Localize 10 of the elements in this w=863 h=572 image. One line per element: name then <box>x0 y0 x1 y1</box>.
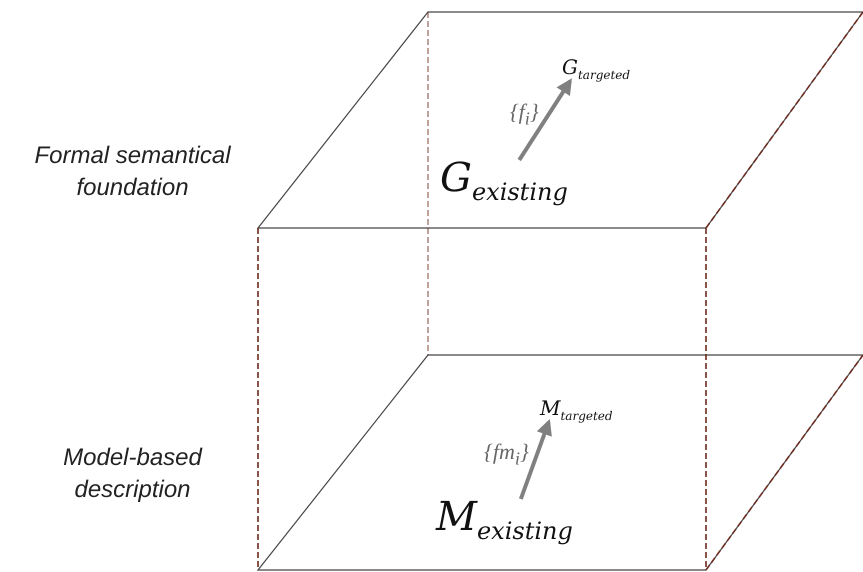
plane-shape <box>258 355 863 570</box>
math-symbol: G$_{existing}$ <box>440 158 568 204</box>
math-symbol: G$_{targeted}$ <box>562 57 630 81</box>
plane-shape <box>258 12 863 228</box>
edge-label: {fm$_{i}$} <box>484 440 529 468</box>
layer-caption: Model-based description <box>62 443 204 506</box>
layer-caption: Formal semantical foundation <box>33 141 232 204</box>
edge-label: {f$_{i}$} <box>510 100 539 128</box>
math-symbol: M$_{targeted}$ <box>540 398 613 422</box>
math-symbol: M$_{existing}$ <box>436 497 573 543</box>
